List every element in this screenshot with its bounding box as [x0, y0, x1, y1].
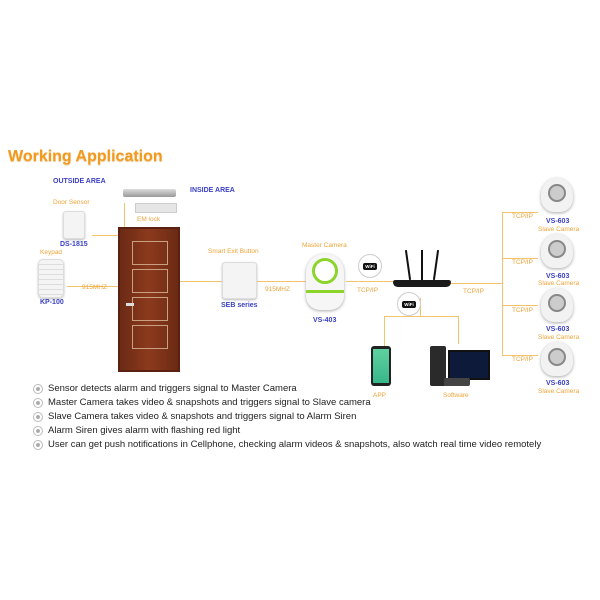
door-sensor-image	[63, 211, 85, 239]
connector	[346, 281, 396, 282]
keypad-model: KP-100	[40, 299, 64, 306]
exit-button-label: Smart Exit Button	[208, 248, 259, 255]
app-label: APP	[373, 392, 387, 399]
slave-camera-model: VS-603	[546, 218, 570, 225]
connector	[92, 235, 120, 236]
rf-label: 915MHZ	[82, 284, 107, 291]
tcp-ip-label: TCP/IP	[512, 213, 533, 220]
connector	[502, 258, 538, 259]
slave-camera-image	[541, 234, 573, 268]
connector	[502, 212, 538, 213]
connector	[256, 281, 306, 282]
tcp-ip-label: TCP/IP	[463, 288, 484, 295]
master-camera-image	[306, 254, 344, 310]
slave-camera-label: Slave Camera	[538, 334, 580, 341]
router-image	[393, 250, 451, 292]
em-lock-image	[123, 189, 176, 197]
inside-area-label: INSIDE AREA	[190, 187, 235, 194]
door-sensor-label: Door Sensor	[53, 199, 90, 206]
connector	[502, 212, 503, 356]
bullet-icon	[33, 425, 43, 436]
bullet-text: Slave Camera takes video & snapshots and…	[48, 411, 357, 422]
door-image	[118, 227, 180, 372]
bullet-item: User can get push notifications in Cellp…	[33, 439, 541, 450]
connector	[180, 281, 222, 282]
bullet-item: Slave Camera takes video & snapshots and…	[33, 411, 356, 422]
outside-area-label: OUTSIDE AREA	[53, 178, 106, 185]
keypad-image	[38, 259, 64, 298]
master-camera-model: VS-403	[313, 317, 337, 324]
door-sensor-model: DS-1815	[60, 241, 88, 248]
software-label: Software	[443, 392, 469, 399]
em-lock-plate	[135, 203, 177, 213]
phone-image	[371, 346, 391, 386]
bullet-text: Alarm Siren gives alarm with flashing re…	[48, 425, 241, 436]
tcp-ip-label: TCP/IP	[512, 307, 533, 314]
bullet-item: Alarm Siren gives alarm with flashing re…	[33, 425, 240, 436]
bullet-text: Master Camera takes video & snapshots an…	[48, 397, 371, 408]
connector	[450, 283, 502, 284]
connector	[124, 203, 125, 228]
slave-camera-model: VS-603	[546, 380, 570, 387]
connector	[384, 316, 458, 317]
wifi-text: WiFi	[402, 300, 416, 308]
tcp-ip-label: TCP/IP	[357, 287, 378, 294]
bullet-icon	[33, 411, 43, 422]
door-handle	[126, 303, 134, 306]
bullet-icon	[33, 397, 43, 408]
wifi-icon: WiFi	[397, 292, 421, 316]
page-title: Working Application	[8, 148, 163, 165]
slave-camera-label: Slave Camera	[538, 280, 580, 287]
rf-label: 915MHZ	[265, 286, 290, 293]
bullet-text: User can get push notifications in Cellp…	[48, 439, 542, 450]
connector	[67, 286, 118, 287]
connector	[384, 316, 385, 346]
slave-camera-label: Slave Camera	[538, 226, 580, 233]
slave-camera-label: Slave Camera	[538, 388, 580, 395]
slave-camera-image	[541, 288, 573, 322]
tcp-ip-label: TCP/IP	[512, 259, 533, 266]
tcp-ip-label: TCP/IP	[512, 356, 533, 363]
bullet-item: Master Camera takes video & snapshots an…	[33, 397, 371, 408]
bullet-text: Sensor detects alarm and triggers signal…	[48, 383, 297, 394]
exit-button-image	[222, 262, 257, 299]
computer-image	[430, 346, 490, 388]
wifi-text: WiFi	[363, 262, 377, 270]
wifi-icon: WiFi	[358, 254, 382, 278]
slave-camera-model: VS-603	[546, 326, 570, 333]
connector	[502, 355, 538, 356]
bullet-item: Sensor detects alarm and triggers signal…	[33, 383, 297, 394]
em-lock-label: EM lock	[137, 216, 161, 223]
master-camera-label: Master Camera	[302, 242, 347, 249]
bullet-icon	[33, 439, 43, 450]
exit-button-model: SEB series	[221, 302, 258, 309]
connector	[502, 305, 538, 306]
slave-camera-model: VS-603	[546, 273, 570, 280]
connector	[458, 316, 459, 344]
slave-camera-image	[541, 342, 573, 376]
bullet-icon	[33, 383, 43, 394]
keypad-label: Keypad	[40, 249, 63, 256]
slave-camera-image	[541, 178, 573, 212]
